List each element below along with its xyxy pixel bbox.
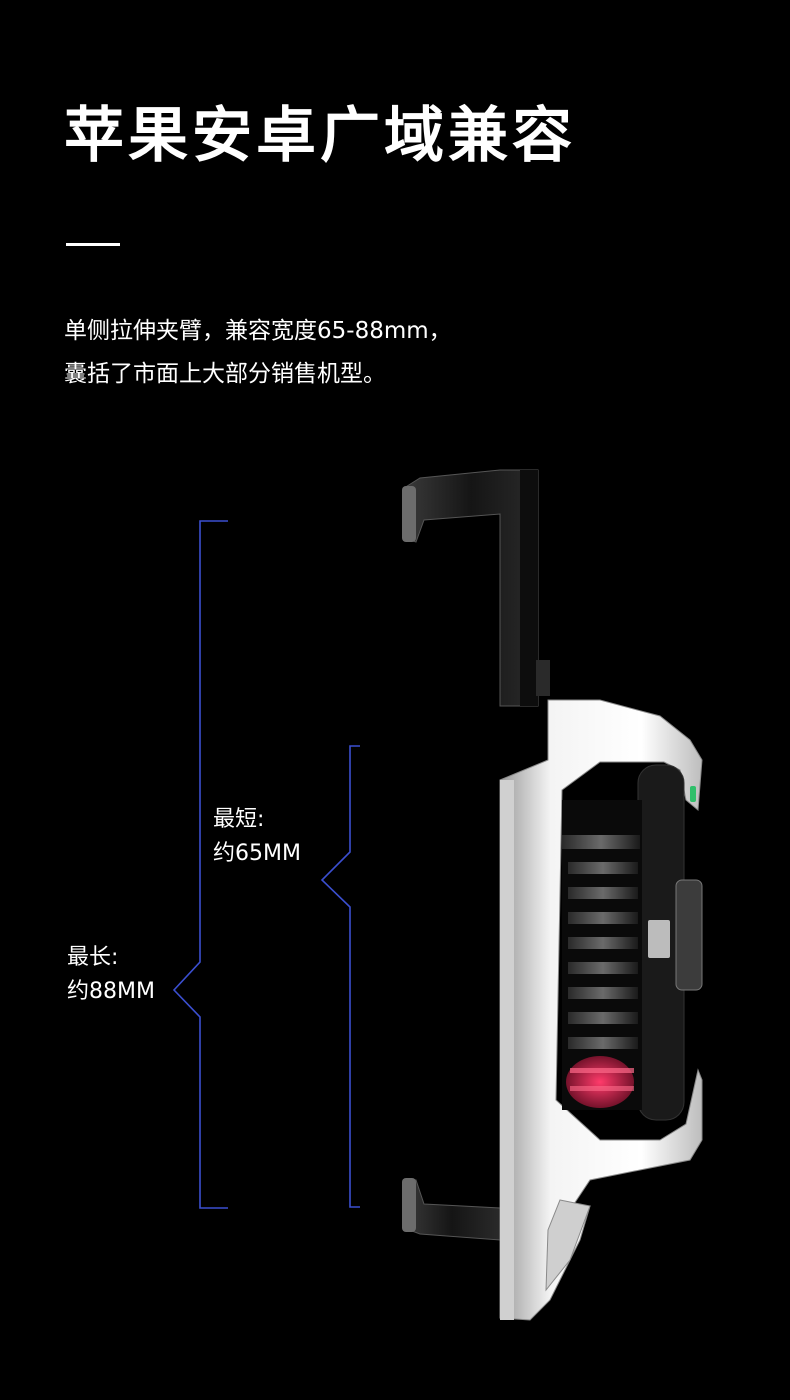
longest-dimension-label: 最长: 约88MM xyxy=(67,941,155,1009)
description-line-2: 囊括了市面上大部分销售机型。 xyxy=(64,361,386,387)
page-title: 苹果安卓广域兼容 xyxy=(64,101,576,171)
title-divider xyxy=(66,243,120,246)
shortest-dimension-bracket xyxy=(320,745,360,1208)
shortest-label-value: 约65MM xyxy=(213,841,301,866)
cooler-body xyxy=(499,699,703,1321)
rgb-light xyxy=(566,1056,634,1108)
shortest-label-title: 最短: xyxy=(213,807,265,832)
longest-dimension-bracket xyxy=(172,520,228,1209)
fan-housing xyxy=(637,764,703,1121)
description-line-1: 单侧拉伸夹臂，兼容宽度65-88mm， xyxy=(64,318,452,344)
indicator-light xyxy=(690,786,696,802)
top-clamp xyxy=(402,469,550,707)
longest-label-value: 约88MM xyxy=(67,979,155,1004)
bottom-clamp xyxy=(402,1178,501,1241)
shortest-dimension-label: 最短: 约65MM xyxy=(213,803,301,871)
longest-label-title: 最长: xyxy=(67,945,119,970)
